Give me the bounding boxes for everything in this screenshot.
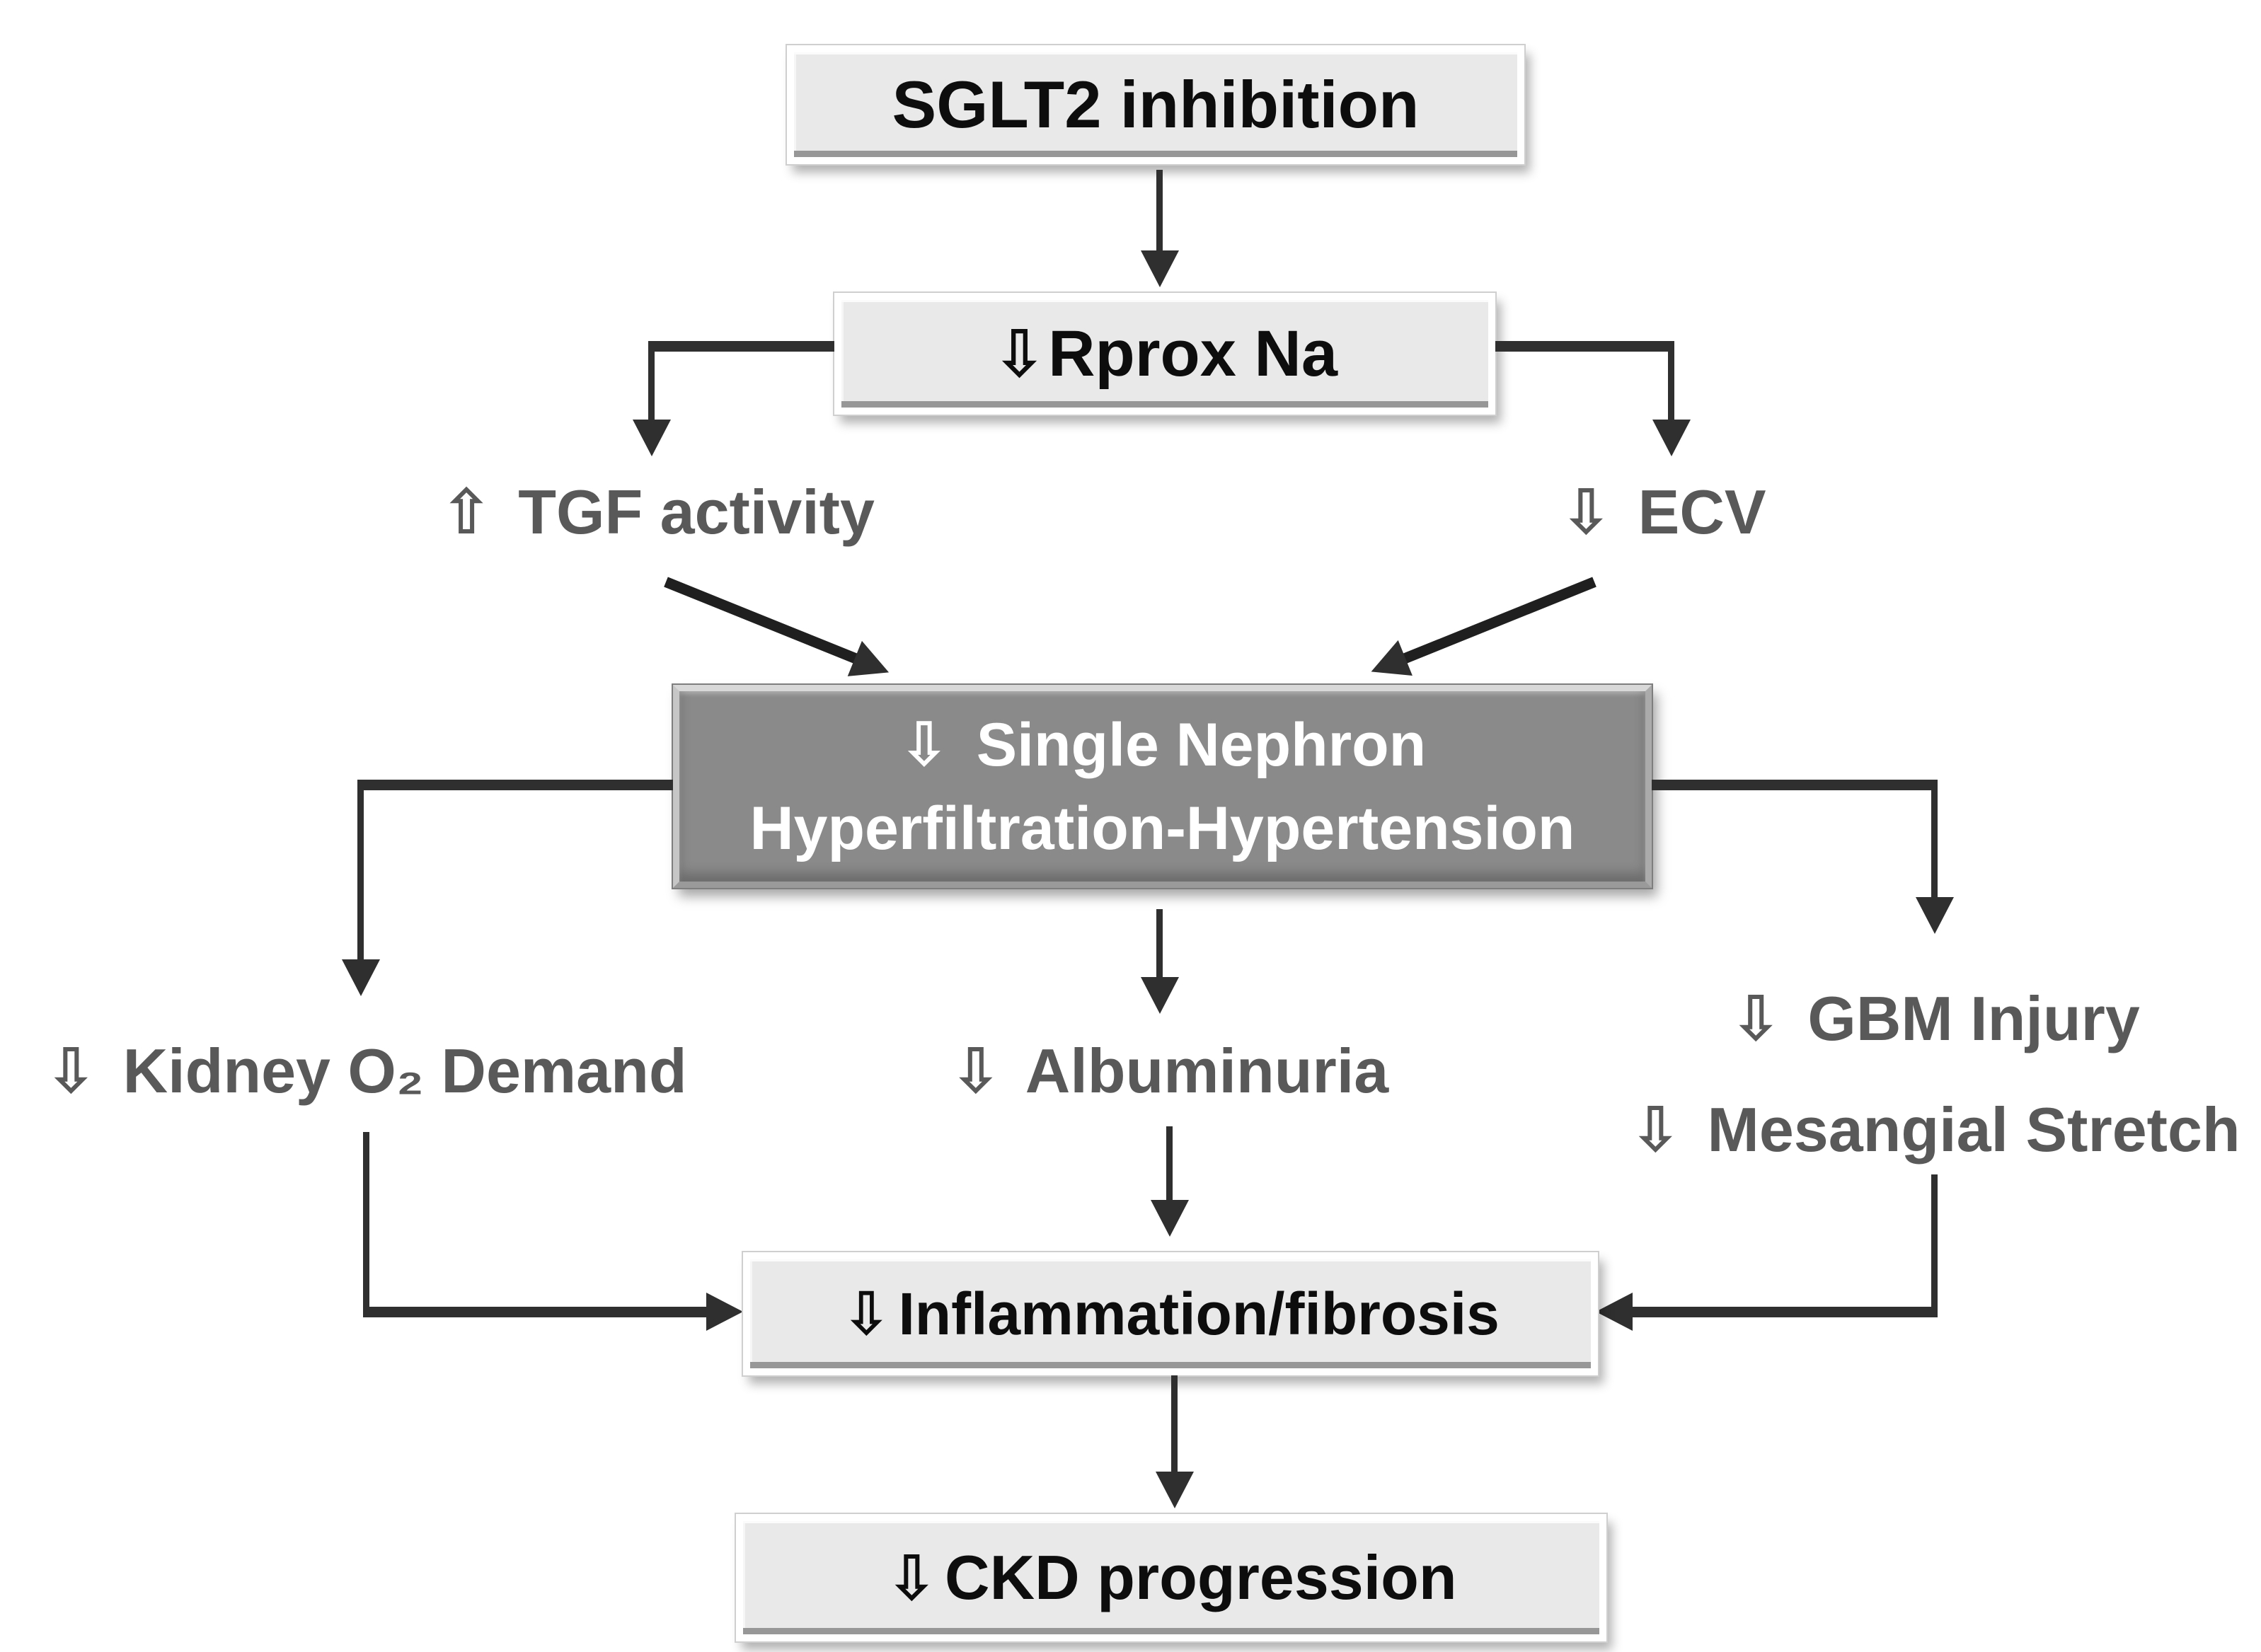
kidney-o2-demand-text: Kidney O₂ Demand xyxy=(122,1036,687,1106)
single-nephron-line2: Hyperfiltration-Hypertension xyxy=(749,794,1575,862)
single-nephron-line1: Single Nephron xyxy=(976,710,1427,779)
mesangial-stretch-label: ⇩ Mesangial Stretch xyxy=(1629,1093,2240,1166)
down-arrow-icon: ⇩ xyxy=(885,1542,938,1613)
connector-kidney-inflammation-vline xyxy=(363,1132,369,1312)
ecv-label: ⇩ ECV xyxy=(1560,475,1766,548)
down-arrow-icon: ⇩ xyxy=(1629,1094,1682,1165)
down-arrow-icon: ⇩ xyxy=(841,1281,892,1347)
connector-central-gbm-hline xyxy=(1652,780,1938,790)
connector-mesangial-inflammation-hline xyxy=(1631,1307,1938,1317)
connector-tgf-central-diagonal xyxy=(664,577,897,690)
connector-albuminuria-inflammation-line xyxy=(1166,1126,1173,1203)
connector-kidney-inflammation-arrowhead xyxy=(706,1293,743,1331)
sglt2-inhibition-box: SGLT2 inhibition xyxy=(786,44,1526,166)
connector-sglt2-rprox-arrowhead xyxy=(1141,250,1179,287)
connector-central-albuminuria-line xyxy=(1156,909,1163,980)
connector-inflammation-ckd-line xyxy=(1171,1375,1178,1474)
gbm-injury-text: GBM Injury xyxy=(1807,983,2140,1053)
connector-rprox-ecv-vline xyxy=(1668,341,1674,422)
sglt2-inhibition-label: SGLT2 inhibition xyxy=(892,67,1420,141)
connector-ecv-central-diagonal xyxy=(1364,577,1596,690)
albuminuria-text: Albuminuria xyxy=(1025,1036,1389,1106)
tgf-activity-label: ⇧ TGF activity xyxy=(440,475,875,548)
up-arrow-icon: ⇧ xyxy=(440,477,493,547)
connector-central-kidney-arrowhead xyxy=(342,959,380,996)
connector-central-gbm-vline xyxy=(1931,780,1938,900)
connector-rprox-tgf-vline xyxy=(648,341,655,422)
connector-rprox-ecv-hline xyxy=(1495,341,1674,352)
connector-rprox-tgf-arrowhead xyxy=(633,420,671,456)
down-arrow-icon: ⇩ xyxy=(1730,983,1782,1053)
connector-inflammation-ckd-arrowhead xyxy=(1156,1472,1194,1508)
down-arrow-icon: ⇩ xyxy=(991,318,1047,391)
connector-central-gbm-arrowhead xyxy=(1916,897,1954,934)
connector-central-albuminuria-arrowhead xyxy=(1141,977,1179,1014)
down-arrow-icon: ⇩ xyxy=(949,1036,1002,1106)
single-nephron-box: ⇩ Single Nephron Hyperfiltration-Hyperte… xyxy=(672,683,1653,889)
connector-central-kidney-hline xyxy=(357,780,673,790)
ecv-text: ECV xyxy=(1638,477,1766,547)
ckd-progression-label: CKD progression xyxy=(945,1542,1457,1612)
down-arrow-icon: ⇩ xyxy=(1560,477,1613,547)
albuminuria-label: ⇩ Albuminuria xyxy=(950,1034,1388,1107)
kidney-o2-demand-label: ⇩ Kidney O₂ Demand xyxy=(45,1034,686,1107)
connector-sglt2-rprox-line xyxy=(1156,170,1163,253)
connector-mesangial-inflammation-arrowhead xyxy=(1596,1293,1633,1331)
connector-tgf-central-arrowhead xyxy=(847,640,897,690)
connector-central-kidney-vline xyxy=(357,780,364,962)
connector-rprox-tgf-hline xyxy=(648,341,834,352)
ckd-progression-box: ⇩ CKD progression xyxy=(735,1513,1608,1643)
connector-rprox-ecv-arrowhead xyxy=(1652,420,1691,456)
inflammation-fibrosis-box: ⇩ Inflammation/fibrosis xyxy=(742,1251,1599,1377)
tgf-activity-text: TGF activity xyxy=(518,477,875,547)
mesangial-stretch-text: Mesangial Stretch xyxy=(1707,1094,2240,1165)
rprox-na-label: Rprox Na xyxy=(1048,317,1338,390)
inflammation-fibrosis-label: Inflammation/fibrosis xyxy=(898,1280,1500,1347)
connector-albuminuria-inflammation-arrowhead xyxy=(1151,1200,1189,1237)
gbm-injury-label: ⇩ GBM Injury xyxy=(1730,982,2140,1055)
down-arrow-icon: ⇩ xyxy=(45,1036,98,1106)
down-arrow-icon: ⇩ xyxy=(898,710,950,779)
connector-mesangial-inflammation-vline xyxy=(1931,1174,1938,1312)
rprox-na-box: ⇩ Rprox Na xyxy=(833,291,1497,416)
connector-kidney-inflammation-hline xyxy=(363,1307,708,1317)
connector-ecv-central-arrowhead xyxy=(1364,640,1413,690)
